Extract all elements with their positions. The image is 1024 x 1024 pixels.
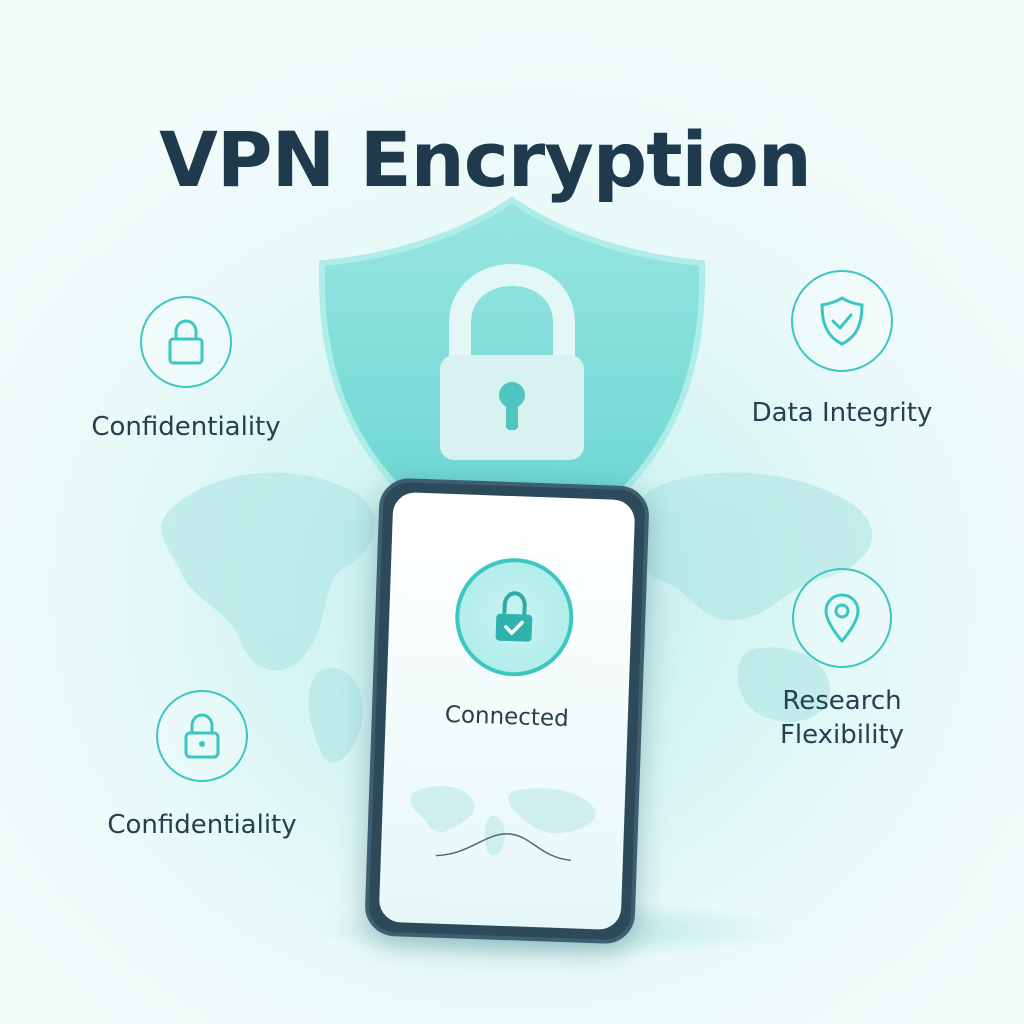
feature-confidentiality-2: Confidentiality [102,690,302,842]
connect-button[interactable] [453,556,576,679]
lock-keyhole-icon [156,690,248,782]
connection-status: Connected [444,701,570,733]
feature-confidentiality: Confidentiality [86,296,286,444]
page-title: VPN Encryption [159,114,812,204]
world-map-mini [410,786,596,862]
lock-check-icon [495,591,533,642]
feature-research-flexibility: Research Flexibility [742,568,942,752]
feature-label: Confidentiality [107,810,297,840]
location-pin-icon [792,568,892,668]
feature-label: Research Flexibility [779,686,905,750]
phone: Connected [364,477,650,945]
shield-check-icon [791,270,893,372]
shield-lock-graphic [318,196,706,574]
feature-label: Confidentiality [91,412,281,442]
phone-screen: Connected [378,491,636,931]
feature-data-integrity: Data Integrity [742,270,942,430]
feature-label: Data Integrity [751,398,933,428]
lock-icon [140,296,232,388]
world-map-background [161,472,873,763]
